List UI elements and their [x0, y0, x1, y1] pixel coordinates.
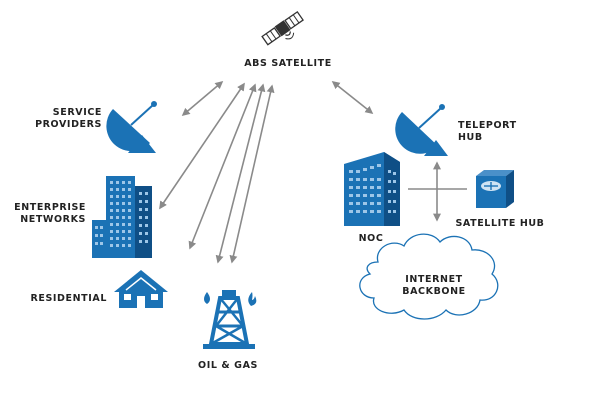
service-providers-dish-icon	[106, 101, 157, 153]
enterprise-networks-label-line-1: ENTERPRISE	[14, 202, 86, 213]
teleport-hub-label-line-1: TELEPORT	[458, 120, 517, 131]
enterprise-networks-label-line-2: NETWORKS	[20, 214, 86, 225]
satellite-hub-router-icon	[476, 170, 514, 208]
teleport-hub-dish-icon	[395, 104, 448, 156]
teleport-hub-label-line-2: HUB	[458, 132, 483, 143]
oil-rig-icon	[203, 290, 257, 349]
service-providers-label: SERVICE PROVIDERS	[20, 107, 102, 131]
arrow-satellite-residential	[188, 83, 257, 250]
noc-building-icon	[344, 152, 400, 226]
arrow-satellite-oil-gas-b	[229, 84, 275, 264]
service-providers-label-line-2: PROVIDERS	[35, 119, 102, 130]
residential-label: RESIDENTIAL	[30, 293, 107, 304]
internet-backbone-label: INTERNET BACKBONE	[389, 274, 479, 298]
residential-house-icon	[114, 270, 168, 308]
satellite-label: ABS SATELLITE	[244, 58, 332, 69]
internet-backbone-label-line-2: BACKBONE	[402, 286, 466, 297]
noc-label: NOC	[358, 233, 384, 244]
enterprise-buildings-icon	[92, 176, 152, 258]
teleport-hub-label: TELEPORT HUB	[458, 120, 538, 144]
service-providers-label-line-1: SERVICE	[52, 107, 102, 118]
satellite-hub-label: SATELLITE HUB	[455, 218, 545, 229]
arrow-satellite-service-providers	[181, 80, 224, 117]
satellite-icon	[261, 10, 304, 46]
internet-backbone-label-line-1: INTERNET	[405, 274, 463, 285]
arrow-satellite-teleport	[331, 81, 374, 114]
connection-arrows	[159, 80, 467, 264]
internet-cloud-icon	[359, 233, 499, 320]
oil-gas-label: OIL & GAS	[198, 360, 258, 371]
enterprise-networks-label: ENTERPRISE NETWORKS	[0, 202, 86, 226]
